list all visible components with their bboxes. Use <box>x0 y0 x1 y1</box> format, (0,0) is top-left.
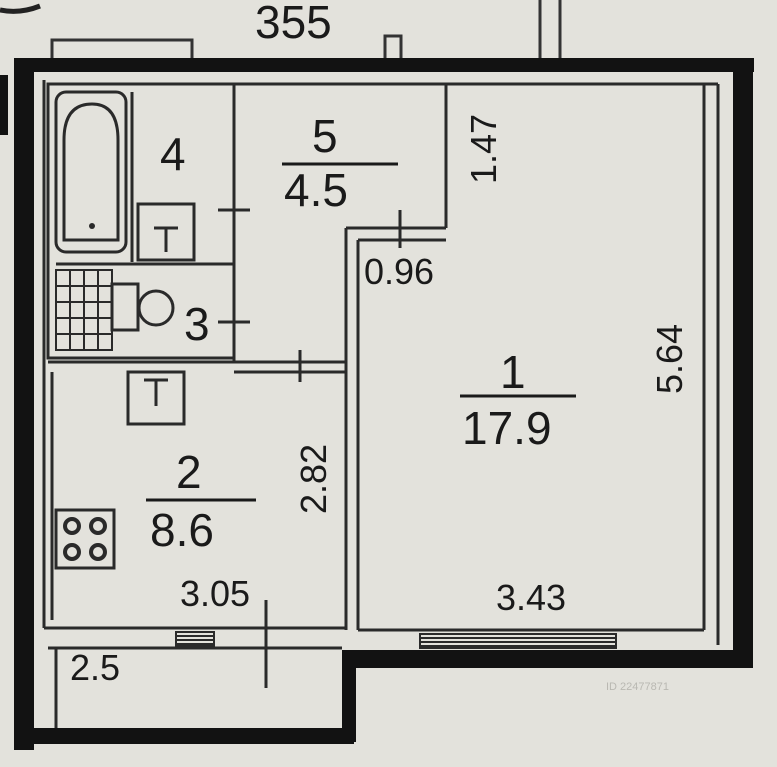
room-2-area: 8.6 <box>150 504 214 556</box>
top-cut-label: 355 <box>255 0 332 48</box>
partition-walls <box>42 80 720 728</box>
watermark-text: ID 22477871 <box>606 681 669 693</box>
room-3-number: 3 <box>184 298 210 350</box>
hall-niche-height: 1.47 <box>463 114 504 184</box>
door-marks <box>218 208 402 688</box>
room-2-height: 2.82 <box>293 444 334 514</box>
room-1-label: 1 17.9 <box>460 346 576 454</box>
room-5-number: 5 <box>312 110 338 162</box>
room-4-number: 4 <box>160 128 186 180</box>
room-1-height: 5.64 <box>649 324 690 394</box>
bathtub <box>54 90 128 254</box>
balcony-width: 2.5 <box>70 647 120 688</box>
room-2-label: 2 8.6 <box>146 446 256 556</box>
room-1-area: 17.9 <box>462 402 552 454</box>
sink <box>136 202 196 262</box>
window-kitchen <box>175 631 215 647</box>
hall-niche-width: 0.96 <box>364 251 434 292</box>
outer-walls <box>0 58 754 750</box>
toilet <box>110 282 175 332</box>
stove <box>54 508 116 570</box>
room-1-width: 3.43 <box>496 577 566 618</box>
room-5-label: 5 4.5 <box>282 110 398 216</box>
toilet-room-tiles <box>55 269 113 351</box>
room-5-area: 4.5 <box>284 164 348 216</box>
window-room <box>419 633 617 649</box>
room-2-number: 2 <box>176 446 202 498</box>
room-1-number: 1 <box>500 346 526 398</box>
room-2-width: 3.05 <box>180 573 250 614</box>
kitchen-sink <box>126 370 186 426</box>
